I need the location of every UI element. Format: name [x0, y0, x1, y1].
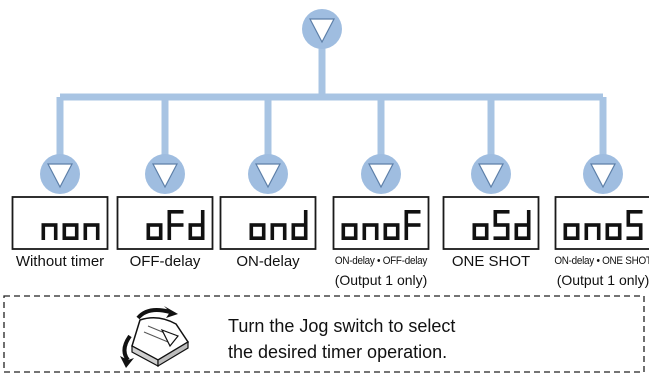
mode-node-icon: [40, 154, 80, 194]
lcd-digit: [472, 223, 489, 240]
lcd-digit: [83, 223, 100, 240]
mode-label: OFF-delay: [129, 253, 201, 270]
mode-label: ONE SHOT: [451, 253, 531, 270]
lcd-digit: [270, 223, 287, 240]
mode-node-icon: [145, 154, 185, 194]
mode-node-icon: [583, 154, 623, 194]
lcd-digit: [188, 210, 205, 240]
instruction-line-2: the desired timer operation.: [228, 342, 448, 362]
lcd-digit: [626, 210, 643, 240]
mode-note: (Output 1 only): [334, 272, 428, 288]
lcd-display: [554, 196, 649, 250]
lcd-digit: [362, 223, 379, 240]
lcd-display: [11, 196, 109, 250]
lcd-digit: [146, 223, 163, 240]
lcd-digit: [383, 223, 400, 240]
mode-node-icon: [471, 154, 511, 194]
instruction-frame: [3, 295, 645, 373]
lcd-digit: [584, 223, 601, 240]
lcd-digit: [62, 223, 79, 240]
mode-label: ON-delay • ONE SHOT: [554, 255, 649, 267]
jog-switch-icon: [120, 306, 190, 368]
lcd-digit: [41, 223, 58, 240]
top-node-icon: [302, 9, 342, 49]
lcd-digit: [605, 223, 622, 240]
lcd-digit: [514, 210, 531, 240]
mode-note: (Output 1 only): [556, 272, 649, 288]
lcd-display: [442, 196, 540, 250]
instruction-line-1: Turn the Jog switch to select: [228, 316, 456, 336]
lcd-digit: [249, 223, 266, 240]
mode-label: ON-delay: [236, 253, 300, 270]
lcd-display: [219, 196, 317, 250]
lcd-digit: [291, 210, 308, 240]
lcd-display: [332, 196, 430, 250]
mode-node-icon: [361, 154, 401, 194]
mode-node-icon: [248, 154, 288, 194]
lcd-digit: [493, 210, 510, 240]
lcd-digit: [341, 223, 358, 240]
lcd-digit: [167, 210, 184, 240]
mode-label: ON-delay • OFF-delay: [334, 255, 428, 267]
lcd-digit: [563, 223, 580, 240]
lcd-display: [116, 196, 214, 250]
mode-label: Without timer: [15, 253, 105, 270]
lcd-digit: [404, 210, 421, 240]
